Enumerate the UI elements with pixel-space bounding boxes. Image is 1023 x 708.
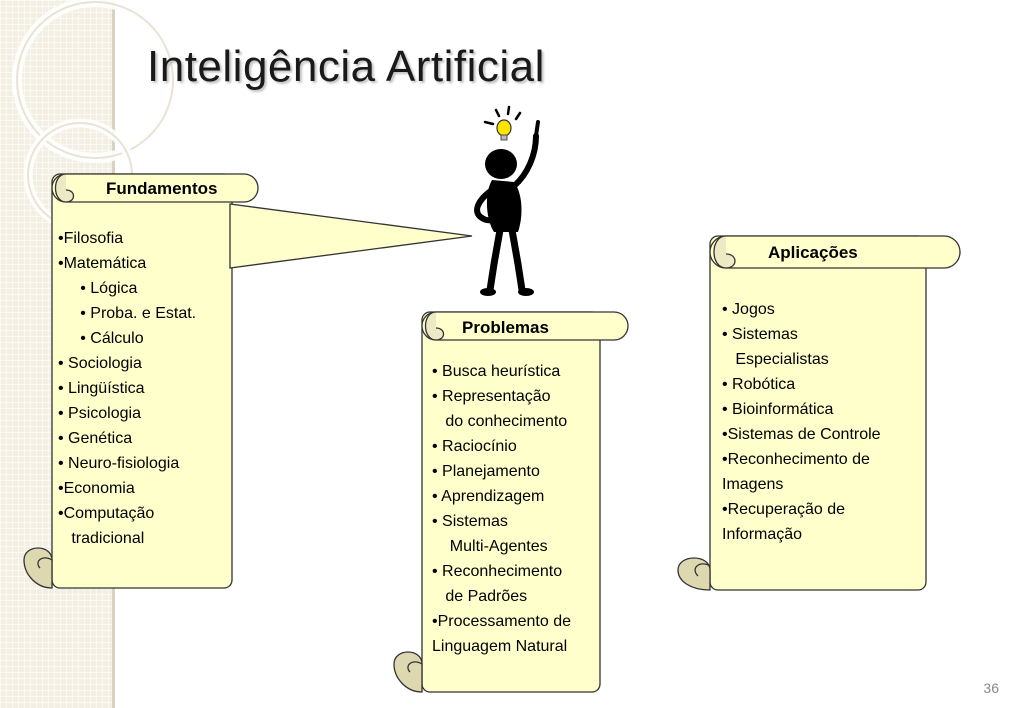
list-item: •Processamento de bbox=[432, 613, 572, 630]
problemas-title: Problemas bbox=[462, 318, 549, 337]
list-item: • Psicologia bbox=[58, 405, 141, 422]
lightbulb-icon bbox=[496, 119, 512, 141]
slide-number: 36 bbox=[983, 680, 999, 696]
list-item: tradicional bbox=[58, 530, 145, 547]
scroll-shape bbox=[677, 235, 961, 591]
list-item: •Filosofia bbox=[58, 230, 124, 247]
aplicacoes-scroll: Aplicações • Jogos • Sistemas Especialis… bbox=[676, 232, 966, 594]
list-item: • Cálculo bbox=[58, 330, 144, 347]
list-item: • Lógica bbox=[58, 280, 138, 297]
list-item: • Lingüística bbox=[58, 380, 145, 397]
list-item: •Recuperação de bbox=[722, 501, 846, 518]
aplicacoes-title: Aplicações bbox=[768, 243, 858, 262]
list-item: •Sistemas de Controle bbox=[722, 426, 881, 443]
list-item: •Economia bbox=[58, 480, 135, 497]
problemas-scroll: Problemas • Busca heurística • Represent… bbox=[392, 308, 632, 696]
fundamentos-list: •Filosofia •Matemática • Lógica • Proba.… bbox=[58, 226, 196, 551]
list-item: • Robótica bbox=[722, 376, 796, 393]
list-item: do conhecimento bbox=[432, 413, 568, 430]
callout-pointer bbox=[229, 203, 473, 269]
list-item: • Sistemas bbox=[722, 326, 798, 343]
list-item: • Sistemas bbox=[432, 513, 508, 530]
problemas-list: • Busca heurística • Representação do co… bbox=[432, 359, 571, 659]
list-item: • Sociologia bbox=[58, 355, 142, 372]
list-item: • Bioinformática bbox=[722, 401, 834, 418]
list-item: •Reconhecimento de bbox=[722, 451, 870, 468]
list-item: • Neuro-fisiologia bbox=[58, 455, 180, 472]
fundamentos-title: Fundamentos bbox=[106, 179, 218, 198]
list-item: • Jogos bbox=[722, 301, 775, 318]
list-item: • Raciocínio bbox=[432, 438, 517, 455]
thinking-stick-figure-icon bbox=[474, 105, 540, 296]
list-item: Especialistas bbox=[722, 351, 829, 368]
list-item: •Matemática bbox=[58, 255, 147, 272]
list-item: • Reconhecimento bbox=[432, 563, 563, 580]
list-item: •Computação bbox=[58, 505, 155, 522]
list-item: Imagens bbox=[722, 476, 784, 493]
fundamentos-scroll: Fundamentos •Filosofia •Matemática • Lóg… bbox=[22, 170, 262, 592]
list-item: Multi-Agentes bbox=[432, 538, 548, 555]
list-item: • Busca heurística bbox=[432, 363, 561, 380]
list-item: • Genética bbox=[58, 430, 133, 447]
aplicacoes-list: • Jogos • Sistemas Especialistas • Robót… bbox=[722, 297, 881, 547]
list-item: de Padrões bbox=[432, 588, 528, 605]
list-item: • Planejamento bbox=[432, 463, 540, 480]
scroll-shape bbox=[23, 173, 259, 589]
list-item: Linguagem Natural bbox=[432, 638, 568, 655]
list-item: Informação bbox=[722, 526, 803, 543]
list-item: • Proba. e Estat. bbox=[58, 305, 197, 322]
scroll-shape bbox=[393, 311, 629, 693]
list-item: • Representação bbox=[432, 388, 551, 405]
list-item: • Aprendizagem bbox=[432, 488, 545, 505]
page-title: Inteligência Artificial bbox=[147, 42, 545, 91]
